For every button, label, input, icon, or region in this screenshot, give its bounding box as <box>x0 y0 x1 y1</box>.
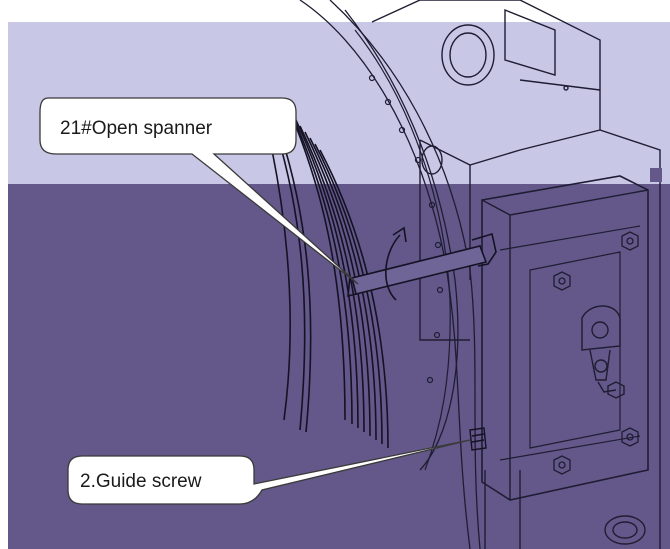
corner-marker <box>650 168 662 182</box>
bearing-block <box>371 0 601 166</box>
housing-bolts <box>553 231 639 475</box>
drum-grooves <box>271 99 389 449</box>
callout-guide-screw: 2.Guide screw <box>67 439 471 505</box>
callout-spanner: 21#Open spanner <box>39 97 359 285</box>
rotation-arrow <box>385 226 407 301</box>
spanner <box>347 232 497 298</box>
callout-guide-screw-label: 2.Guide screw <box>80 471 202 492</box>
callout-guide-screw-bubble <box>67 439 471 505</box>
flange <box>354 29 451 471</box>
switch-assembly <box>581 305 625 399</box>
frame-plate <box>419 129 661 549</box>
callout-spanner-bubble <box>39 97 359 285</box>
brake-arm-housing <box>481 175 649 501</box>
guide-screw <box>469 427 487 451</box>
callout-spanner-label: 21#Open spanner <box>60 118 213 139</box>
